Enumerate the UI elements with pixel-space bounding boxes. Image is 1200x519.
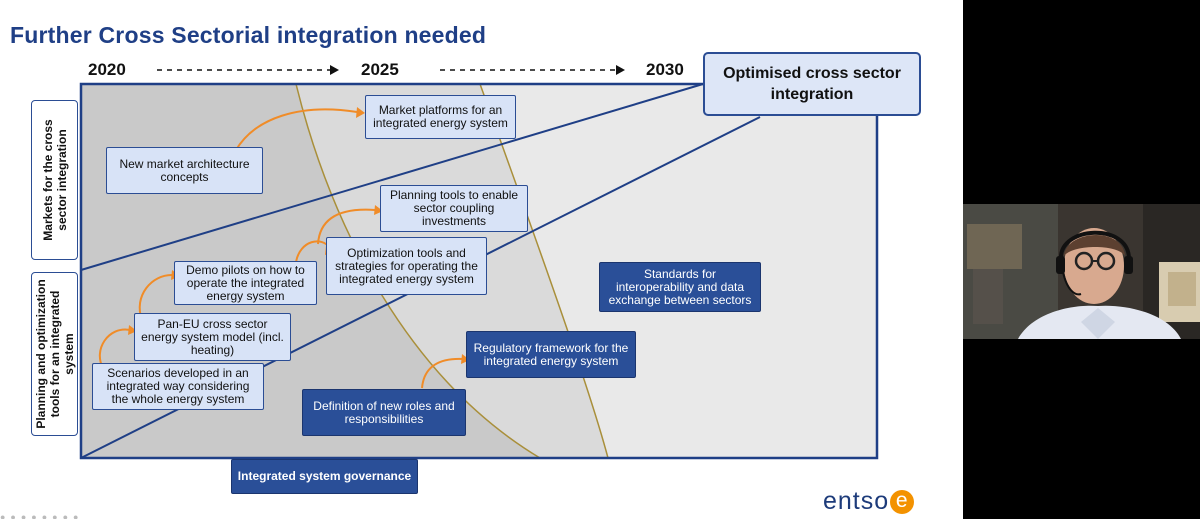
box-demo-pilots: Demo pilots on how to operate the integr…: [174, 261, 317, 305]
box-optimization-tools: Optimization tools and strategies for op…: [326, 237, 487, 295]
box-new-roles: Definition of new roles and responsibili…: [302, 389, 466, 436]
curve-2025: [295, 83, 541, 459]
diagram-frame: [79, 82, 879, 460]
box-regulatory-framework: Regulatory framework for the integrated …: [466, 331, 636, 378]
year-2025-label: 2025: [361, 60, 399, 79]
logo-text: entso: [823, 487, 890, 515]
slide-footer-dots: ●●●●●●●●: [0, 512, 84, 519]
box-scenarios: Scenarios developed in an integrated way…: [92, 363, 264, 410]
presenter-video-icon: [963, 204, 1200, 339]
logo-e-circle: e: [890, 490, 915, 514]
presentation-slide: Further Cross Sectorial integration need…: [0, 0, 963, 519]
webcam-video-feed[interactable]: [963, 204, 1200, 339]
timeline-arrowhead-2: [616, 65, 625, 75]
timeline-arrowhead-1: [330, 65, 339, 75]
diagonal-upper: [80, 83, 704, 271]
row-label-planning: Planning and optimization tools for an i…: [31, 272, 78, 436]
curve-2030: [479, 83, 609, 459]
year-2020-label: 2020: [88, 60, 126, 79]
box-planning-tools: Planning tools to enable sector coupling…: [380, 185, 528, 232]
slide-title: Further Cross Sectorial integration need…: [10, 22, 487, 48]
row-label-markets: Markets for the cross sector integration: [31, 100, 78, 260]
goal-box: Optimised cross sector integration: [703, 52, 921, 116]
progression-arrows: [98, 108, 464, 389]
box-new-market-architecture: New market architecture concepts: [106, 147, 263, 194]
box-market-platforms: Market platforms for an integrated energ…: [365, 95, 516, 139]
box-standards: Standards for interoperability and data …: [599, 262, 761, 312]
box-pan-eu-model: Pan-EU cross sector energy system model …: [134, 313, 291, 361]
year-2030-label: 2030: [646, 60, 684, 79]
box-governance: Integrated system governance: [231, 459, 418, 494]
